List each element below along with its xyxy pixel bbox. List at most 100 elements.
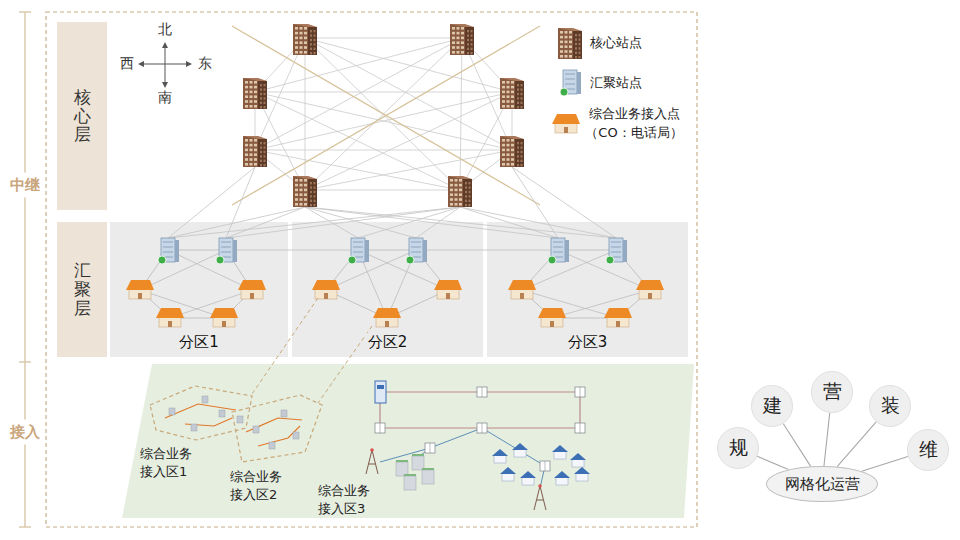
home-icon [500, 467, 516, 481]
aggregation-site-icon [548, 238, 569, 264]
building-window [502, 149, 505, 152]
building-window [565, 41, 568, 44]
home-icon [512, 443, 528, 457]
building-window [245, 153, 248, 156]
building-window [457, 27, 460, 30]
server-slot [221, 252, 231, 253]
building-window [250, 86, 253, 89]
access-point-icon [552, 114, 580, 133]
house-door [324, 293, 328, 299]
compass-arm [165, 64, 166, 84]
partition-panel: 分区1 [110, 222, 288, 357]
radio-tower-icon [366, 448, 378, 474]
building-window [465, 204, 467, 206]
building-window [250, 149, 253, 152]
network-node [477, 423, 487, 433]
office-icon [396, 460, 408, 476]
core-site-icon [500, 78, 524, 109]
building-window [521, 97, 523, 99]
building-window [459, 203, 462, 206]
building-front [500, 78, 515, 109]
office-body [412, 456, 424, 470]
home-body [514, 449, 526, 457]
building-window [250, 163, 253, 166]
home-body [576, 473, 588, 481]
building-window [254, 153, 257, 156]
building-window [264, 106, 266, 108]
legend-text: 综合业务接入点 （CO：电话局） [582, 105, 686, 143]
building-window [569, 31, 572, 34]
building-window [250, 95, 253, 98]
building-window [304, 184, 307, 187]
house-door [385, 321, 389, 327]
network-node [575, 387, 585, 397]
server-status [348, 256, 356, 264]
building-window [264, 84, 266, 86]
mini-building [269, 442, 275, 449]
mini-building [169, 408, 175, 415]
server-status [406, 256, 414, 264]
network-node [540, 461, 550, 471]
building-window [304, 189, 307, 192]
building-window [264, 102, 266, 104]
core-diagonal [232, 26, 540, 205]
tower-bar [369, 464, 375, 465]
building-window [511, 153, 514, 156]
network-line [430, 428, 482, 448]
server-slot [565, 79, 575, 80]
connector-line [837, 422, 876, 467]
building-window [304, 27, 307, 30]
building-window [579, 43, 581, 45]
server-slot [411, 247, 421, 248]
building-window [461, 27, 464, 30]
building-window [245, 86, 248, 89]
zone-outline [150, 386, 252, 440]
network-node-mark [482, 387, 483, 397]
building-window [295, 51, 298, 54]
building-window [569, 50, 572, 53]
building-front [293, 24, 308, 55]
access-zone: 综合业务 接入区2 [222, 390, 334, 505]
building-window [310, 39, 312, 41]
building-window [314, 195, 316, 197]
building-window [314, 34, 316, 36]
building-window [511, 100, 514, 103]
building-window [469, 200, 471, 202]
network-node [477, 387, 487, 397]
access-point-icon [312, 280, 340, 299]
building-front [558, 28, 573, 59]
house-door [168, 321, 172, 327]
server-slot [611, 252, 621, 253]
server-slot [221, 242, 231, 243]
building-window [471, 34, 473, 36]
building-window [517, 102, 519, 104]
building-window [507, 86, 510, 89]
building-roof [500, 136, 524, 139]
ring-link [168, 250, 252, 290]
building-window [264, 164, 266, 166]
network-node [375, 423, 385, 433]
building-roof [243, 78, 267, 81]
building-window [459, 189, 462, 192]
building-window [502, 81, 505, 84]
building-window [452, 32, 455, 35]
building-window [260, 84, 262, 86]
building-window [467, 34, 469, 36]
building-front [243, 136, 258, 167]
building-side [573, 31, 582, 59]
building-window [502, 100, 505, 103]
building-window [295, 46, 298, 49]
core-link [305, 38, 512, 150]
building-window [245, 91, 248, 94]
building-window [461, 51, 464, 54]
building-window [295, 27, 298, 30]
mini-building [191, 424, 197, 431]
building-front [293, 176, 308, 207]
operation-circle: 营 [811, 371, 853, 413]
building-window [461, 41, 464, 44]
building-window [295, 37, 298, 40]
building-window [264, 142, 266, 144]
core-link [460, 92, 512, 190]
zone-outline [232, 395, 322, 462]
building-window [314, 182, 316, 184]
